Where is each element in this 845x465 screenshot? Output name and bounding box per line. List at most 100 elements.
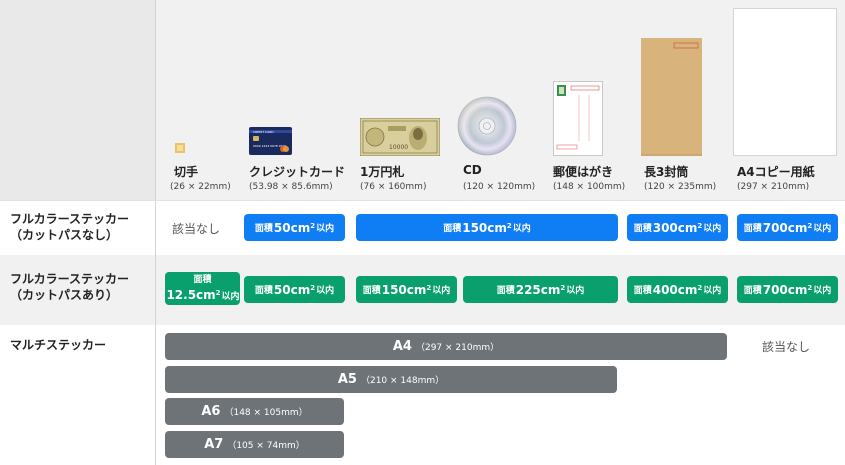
pill-value: 150cm2 (382, 283, 432, 297)
pill-superscript: 2 (807, 221, 813, 230)
size-bar-dimensions: （148 × 105mm） (224, 408, 308, 418)
not-applicable-label: 該当なし (172, 222, 221, 236)
pill-prefix: 面積 (496, 286, 515, 296)
pill-value-text: 150cm (381, 282, 427, 297)
pill-prefix: 面積 (743, 224, 762, 234)
item-name-envelope: 長3封筒 (644, 165, 689, 179)
envelope-icon (641, 38, 702, 156)
banknote-value-text: 10000 (389, 144, 408, 151)
item-size-stamp: (26 × 22mm) (170, 182, 231, 192)
size-bar-label: A4 (392, 339, 412, 354)
pill-value: 400cm2 (653, 283, 703, 297)
pill-prefix: 面積 (254, 286, 273, 296)
row-divider (0, 200, 845, 201)
credit-card-icon: CREDIT CARD 0000 1234 5678 9999 (249, 127, 292, 155)
postcard-icon (553, 81, 603, 156)
row-label-multi: マルチステッカー (10, 338, 107, 352)
item-name-a4-paper: A4コピー用紙 (737, 165, 815, 179)
pill-value-text: 300cm (652, 220, 698, 235)
row-label-fullcolor-nocut: フルカラーステッカー （カットパスなし） (10, 211, 129, 243)
pill-superscript: 2 (310, 283, 316, 292)
item-name-stamp: 切手 (174, 165, 199, 179)
pill-suffix: 以内 (566, 286, 585, 296)
item-size-a4-paper: (297 × 210mm) (737, 182, 810, 192)
pill-value-text: 700cm (762, 220, 808, 235)
header-corner-cell (0, 0, 155, 200)
pill-suffix: 以内 (221, 291, 240, 302)
item-size-cd: (120 × 120mm) (463, 182, 536, 192)
item-size-banknote: (76 × 160mm) (360, 182, 427, 192)
size-bar-a4: A4（297 × 210mm） (165, 333, 727, 360)
pill-suffix: 以内 (703, 224, 722, 234)
row-label-line: （カットパスあり） (10, 288, 119, 302)
pill-prefix: 面積 (193, 274, 212, 285)
pill-suffix: 以内 (703, 286, 722, 296)
size-bar-label: A5 (337, 372, 357, 387)
row-label-line: フルカラーステッカー (10, 272, 130, 286)
pill-suffix: 以内 (813, 286, 832, 296)
stamp-icon (175, 143, 185, 153)
pill-value: 12.5cm2 (166, 288, 220, 302)
size-bar-label: A7 (204, 437, 224, 452)
pill-value-text: 12.5cm (166, 287, 216, 302)
size-bar-dimensions: （105 × 74mm） (227, 441, 305, 451)
pill-suffix: 以内 (316, 286, 335, 296)
pill-prefix: 面積 (443, 224, 462, 234)
banknote-icon: 10000 (360, 118, 440, 156)
size-bar-dimensions: （297 × 210mm） (415, 343, 500, 353)
item-name-postcard: 郵便はがき (553, 165, 614, 179)
row-label-line: フルカラーステッカー (10, 212, 130, 226)
pill-superscript: 2 (807, 283, 813, 292)
item-name-credit-card: クレジットカード (249, 165, 346, 179)
pill-value: 50cm2 (274, 283, 315, 297)
size-bar-label: A6 (201, 404, 221, 419)
pill-suffix: 以内 (512, 224, 531, 234)
pill-suffix: 以内 (432, 286, 451, 296)
size-bar-a7: A7（105 × 74mm） (165, 431, 344, 458)
item-size-envelope: (120 × 235mm) (644, 182, 717, 192)
size-bar-dimensions: （210 × 148mm） (360, 376, 445, 386)
size-bar-a5: A5（210 × 148mm） (165, 366, 617, 393)
pill-value-text: 150cm (462, 220, 507, 235)
pill-superscript: 2 (697, 221, 703, 230)
item-name-cd: CD (463, 163, 482, 177)
pill-value: 700cm2 (763, 221, 813, 235)
pill-value-text: 400cm (652, 282, 698, 297)
pill-superscript: 2 (560, 283, 566, 292)
item-name-banknote: 1万円札 (360, 165, 405, 179)
pill-value: 50cm2 (274, 221, 315, 235)
item-size-postcard: (148 × 100mm) (553, 182, 626, 192)
pill-value: 700cm2 (763, 283, 813, 297)
pill-value-text: 225cm (515, 282, 561, 297)
pill-value-text: 50cm (273, 220, 311, 235)
pill-prefix: 面積 (633, 286, 652, 296)
pill-prefix: 面積 (743, 286, 762, 296)
column-divider (155, 0, 156, 465)
pill-superscript: 2 (215, 288, 221, 297)
card-number-text: 0000 1234 5678 9999 (253, 144, 286, 148)
item-size-credit-card: (53.98 × 85.6mm) (249, 182, 333, 192)
pill-value-text: 50cm (273, 282, 311, 297)
pill-superscript: 2 (426, 283, 432, 292)
card-brand-text: CREDIT CARD (253, 130, 274, 134)
pill-prefix: 面積 (362, 286, 381, 296)
row-label-fullcolor-cut: フルカラーステッカー （カットパスあり） (10, 271, 129, 303)
pill-suffix: 以内 (316, 224, 335, 234)
pill-superscript: 2 (506, 221, 512, 230)
pill-superscript: 2 (310, 221, 316, 230)
row-label-line: （カットパスなし） (10, 228, 119, 242)
pill-value: 225cm2 (516, 283, 566, 297)
a4-paper-icon (733, 8, 837, 156)
area-limit-pill: 面積 12.5cm2以内 (165, 272, 240, 305)
pill-prefix: 面積 (254, 224, 273, 234)
pill-value-text: 700cm (762, 282, 808, 297)
pill-value: 300cm2 (653, 221, 703, 235)
